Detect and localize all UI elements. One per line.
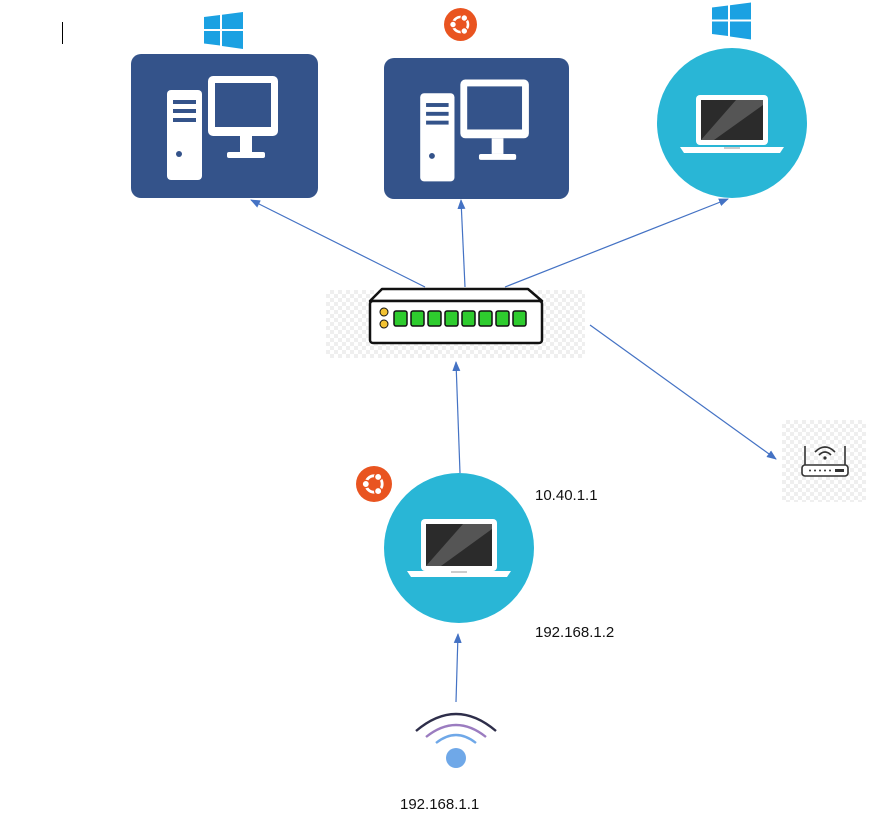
- label-laptop-eth-ip: 10.40.1.1: [535, 487, 598, 504]
- laptop-top: [657, 48, 807, 198]
- desktop-computer-2: [384, 58, 569, 199]
- desktop-computer-1: [131, 54, 318, 198]
- windows-icon: [712, 2, 751, 40]
- desktop-computer-icon: [420, 79, 529, 182]
- arrow-switch-to-router: [589, 324, 777, 460]
- arrow-switch-to-desktop-1: [250, 199, 426, 288]
- text-cursor: [62, 22, 63, 44]
- wifi-signal-icon: [415, 712, 497, 768]
- wifi-router-icon: [801, 446, 849, 477]
- arrow-laptop-to-switch: [452, 361, 461, 474]
- laptop-center: [384, 473, 534, 623]
- label-laptop-wifi-ip: 192.168.1.2: [535, 624, 615, 641]
- arrow-switch-to-desktop-2: [457, 199, 466, 288]
- network-switch-icon: [368, 287, 544, 345]
- desktop-computer-icon: [167, 76, 278, 180]
- label-wifi-ip: 192.168.1.1: [400, 796, 480, 813]
- arrow-wifi-to-laptop: [453, 633, 462, 703]
- arrow-switch-to-laptop-top: [504, 198, 729, 288]
- ubuntu-icon: [356, 466, 392, 502]
- laptop-icon: [680, 95, 784, 153]
- windows-icon: [204, 12, 243, 49]
- router-background: [782, 420, 866, 502]
- laptop-icon: [407, 519, 511, 577]
- ubuntu-icon: [444, 8, 477, 41]
